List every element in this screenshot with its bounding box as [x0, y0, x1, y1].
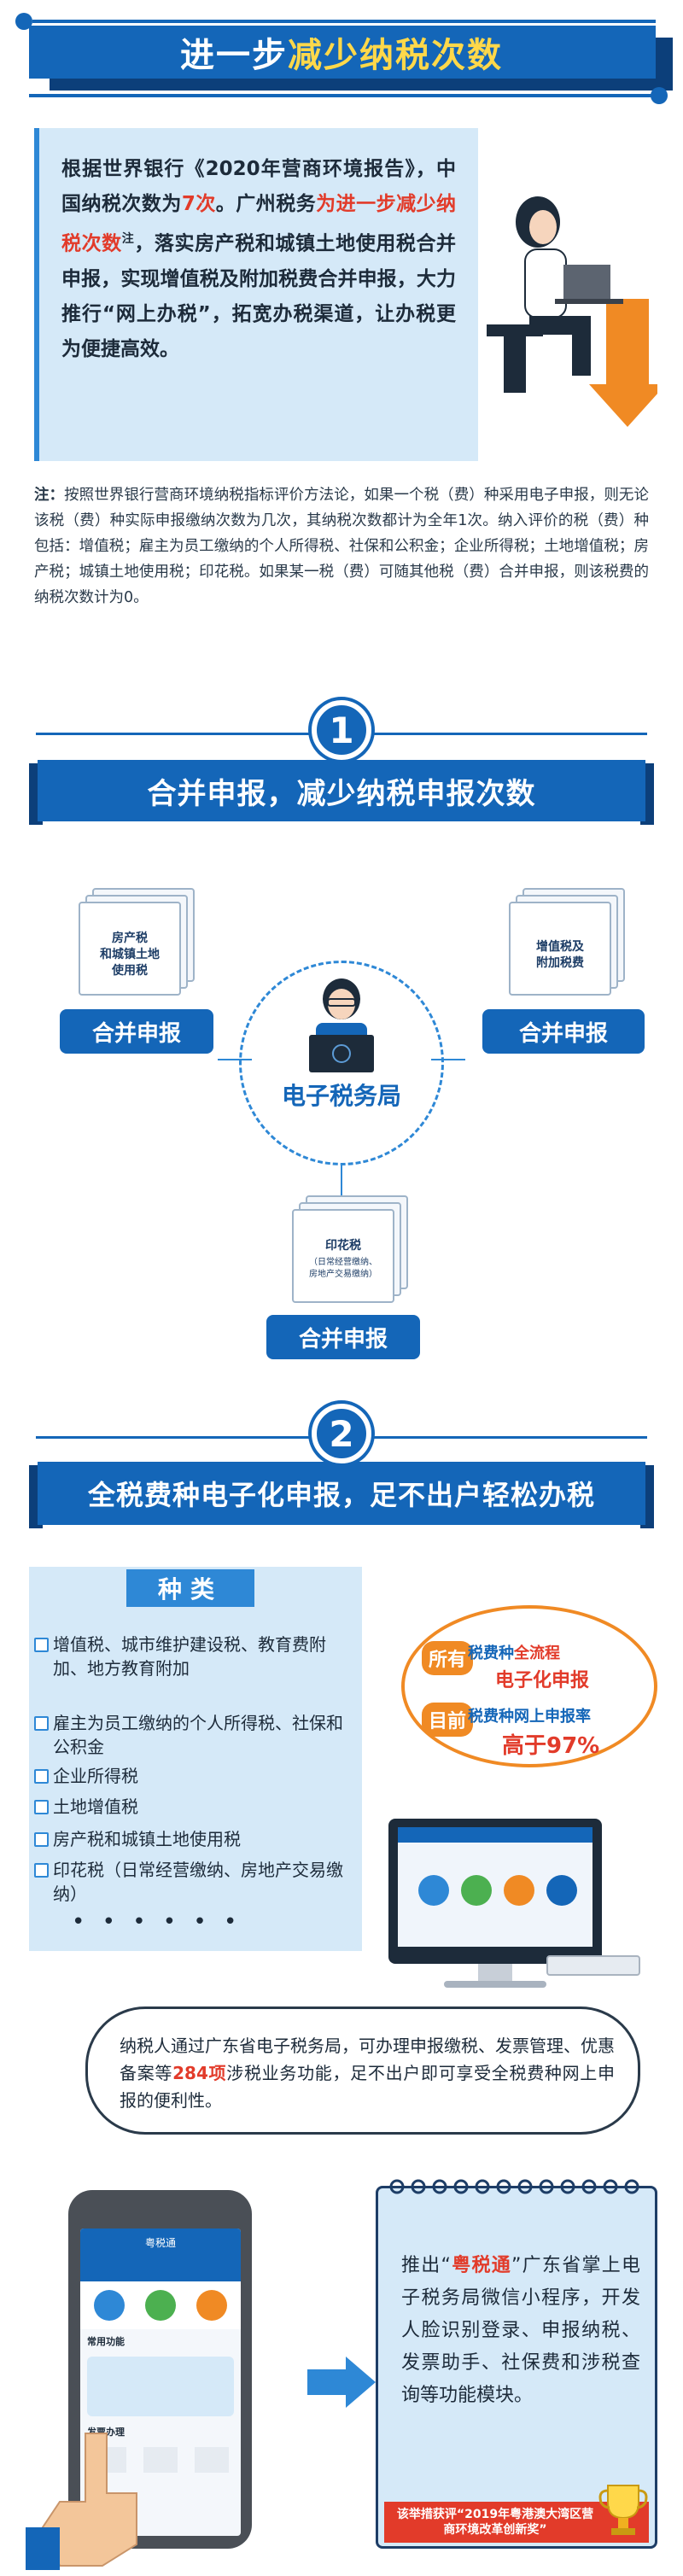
- screen-header: [398, 1827, 593, 1843]
- phone-section-title: 常用功能: [87, 2336, 125, 2347]
- app-icon: [94, 2290, 125, 2321]
- step-number-badge: 1: [312, 700, 371, 760]
- keyboard: [546, 1955, 640, 1976]
- doc-label-vat: 增值税及 附加税费: [536, 940, 584, 970]
- phone-app-header: 粤税通: [80, 2228, 241, 2281]
- award-banner: 该举措获评“2019年粤港澳大湾区营商环境改革创新奖”: [384, 2502, 649, 2543]
- phone-tile: [143, 2447, 178, 2473]
- doc-sublabel-stamp-tax: （日常经营缴纳、 房地产交易缴纳）: [309, 1258, 377, 1279]
- tax-type-item: 雇主为员工缴纳的个人所得税、社保和公积金: [34, 1713, 343, 1757]
- phone-banner: [87, 2357, 234, 2416]
- decor-dot: [15, 13, 32, 30]
- app-icon: [546, 1875, 577, 1906]
- document-page: [79, 902, 181, 996]
- tax-types-panel: [29, 1567, 362, 1951]
- notebook-rings: [389, 2179, 639, 2194]
- stat-text: 电子化申报: [495, 1670, 590, 1691]
- header-ribbon: [29, 26, 656, 79]
- more-items-dots: • • • • • •: [72, 1909, 242, 1935]
- info-cloud-text: 纳税人通过广东省电子税务局，可办理申报缴税、发票管理、优惠备案等284项涉税业务…: [120, 2036, 616, 2111]
- document-page: [292, 1209, 394, 1303]
- monitor-stand: [478, 1964, 512, 1983]
- tax-type-item: 土地增值税: [34, 1795, 343, 1819]
- info-cloud: [85, 2006, 640, 2135]
- app-icon: [418, 1875, 449, 1906]
- official-at-computer-icon: [309, 978, 374, 1072]
- decor-line: [32, 20, 656, 23]
- connector: [431, 1059, 465, 1060]
- merge-declare-pill: 合并申报: [266, 1315, 420, 1359]
- trophy-icon: [598, 2485, 648, 2535]
- stat-text: 税费种网上申报率: [468, 1708, 591, 1726]
- step-number-badge: 2: [312, 1404, 371, 1463]
- connector: [341, 1165, 342, 1217]
- app-icon: [196, 2290, 227, 2321]
- tag-current: 目前: [422, 1703, 474, 1737]
- tag-all: 所有: [422, 1641, 474, 1675]
- document-page: [509, 902, 611, 996]
- tax-type-item: 印花税（日常经营缴纳、房地产交易缴纳）: [34, 1860, 343, 1904]
- page-title: 进一步减少纳税次数: [180, 36, 503, 75]
- section-title-bar: 全税费种电子化申报，足不出户轻松办税: [38, 1462, 645, 1525]
- phone-tile: [195, 2447, 229, 2473]
- monitor-base: [444, 1981, 546, 1988]
- footnote: 注：按照世界银行营商环境纳税指标评价方法论，如果一个税（费）种采用电子申报，则无…: [34, 487, 649, 606]
- tax-type-item: 房产税和城镇土地使用税: [34, 1827, 343, 1851]
- merge-declare-pill: 合并申报: [60, 1009, 213, 1054]
- intro-panel: [34, 128, 478, 461]
- doc-label-stamp-tax: 印花税: [325, 1239, 361, 1253]
- tax-type-item: 增值税、城市维护建设税、教育费附加、地方教育附加: [34, 1633, 343, 1680]
- tax-types-header: 种类: [126, 1569, 254, 1607]
- mini-program-description: 推出“粤税通”广东省掌上电子税务局微信小程序，开发人脸识别登录、申报纳税、发票助…: [401, 2255, 640, 2406]
- person-at-laptop-illustration: [487, 196, 657, 427]
- stat-text: 税费种全流程: [468, 1644, 560, 1662]
- pointing-hand-illustration: [26, 2433, 137, 2570]
- app-icon: [145, 2290, 176, 2321]
- decor-dot: [651, 87, 668, 104]
- connector: [218, 1059, 252, 1060]
- merge-declare-pill: 合并申报: [482, 1009, 645, 1054]
- app-icon: [504, 1875, 534, 1906]
- intro-paragraph: 根据世界银行《2020年营商环境报告》，中国纳税次数为7次。广州税务为进一步减少…: [61, 158, 457, 360]
- phone-screen: 粤税通 常用功能 发票办理: [80, 2228, 241, 2536]
- stat-value: 高于97%: [502, 1733, 600, 1759]
- doc-label-property-tax: 房产税 和城镇土地 使用税: [100, 932, 160, 978]
- decor-line: [29, 94, 656, 97]
- stats-bubble: [401, 1605, 657, 1767]
- app-icon: [461, 1875, 492, 1906]
- section-title-bar: 合并申报，减少纳税申报次数: [38, 760, 645, 821]
- arrow-right-icon: [307, 2357, 376, 2408]
- tax-type-item: 企业所得税: [34, 1764, 343, 1788]
- e-tax-bureau-label: 电子税务局: [281, 1082, 401, 1110]
